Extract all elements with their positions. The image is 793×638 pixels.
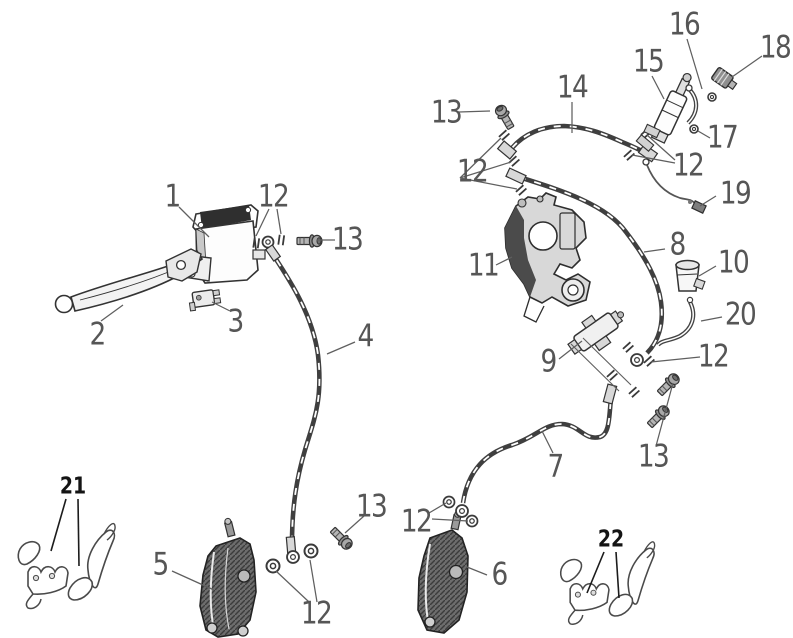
- callout-15: 15: [632, 43, 665, 80]
- callout-3: 3: [227, 303, 244, 340]
- callout-6: 6: [491, 556, 508, 593]
- leader-line-12: [309, 559, 318, 603]
- callout-20: 20: [724, 296, 757, 333]
- callout-4: 4: [357, 318, 374, 355]
- leader-line-1: [178, 206, 210, 238]
- leader-line-10: [698, 265, 717, 277]
- leader-line-12: [650, 356, 701, 363]
- callout-10: 10: [717, 244, 750, 281]
- leader-line-11: [495, 256, 513, 266]
- caliper-mount-bracket-drawing: [504, 192, 591, 323]
- rear-master-cylinder-drawing: [635, 72, 692, 152]
- callout-11: 11: [467, 247, 500, 284]
- overflow-tube-drawing: [656, 296, 696, 347]
- callout-21: 21: [59, 473, 87, 500]
- leader-line-15: [651, 75, 665, 100]
- leader-line-12: [631, 154, 676, 164]
- leader-line-12: [428, 502, 447, 514]
- reservoir-cup-drawing: [675, 259, 706, 292]
- callout-13-d: 13: [637, 438, 670, 475]
- leader-line-7: [541, 430, 554, 454]
- sensor-wire-drawing: [642, 158, 707, 214]
- leader-line-20: [700, 316, 723, 322]
- leader-line-12: [646, 134, 676, 161]
- leader-line-8: [643, 248, 666, 253]
- middle-brake-hose-drawing: [496, 123, 659, 163]
- callout-8: 8: [669, 226, 686, 263]
- callout-1: 1: [164, 178, 181, 215]
- leader-line-12: [255, 208, 270, 237]
- reservoir-connector-drawing: [711, 67, 738, 91]
- leader-line-5: [171, 570, 215, 591]
- leader-line-12: [431, 518, 469, 522]
- leader-line-18: [731, 55, 763, 78]
- leader-line-13: [458, 110, 491, 113]
- callout-2: 2: [89, 316, 106, 353]
- hose-clip-drawing: [252, 127, 656, 399]
- leader-line-12: [276, 208, 282, 235]
- callout-16: 16: [668, 6, 701, 43]
- callout-12-a: 12: [257, 178, 290, 215]
- front-brake-hose-drawing: [261, 235, 322, 564]
- rear-caliper-drawing: [417, 510, 469, 634]
- callout-12-c: 12: [672, 147, 705, 184]
- front-caliper-drawing: [199, 517, 257, 638]
- callout-12-b: 12: [456, 153, 489, 190]
- leader-line-12: [275, 570, 310, 603]
- callout-7: 7: [547, 448, 564, 485]
- callout-14: 14: [556, 69, 589, 106]
- rear-lower-brake-hose-drawing: [455, 383, 618, 518]
- leader-line-22: [586, 551, 605, 594]
- callout-12-e: 12: [300, 595, 333, 632]
- leader-line-16: [686, 38, 703, 90]
- callout-17: 17: [706, 119, 739, 156]
- leader-line-12: [459, 137, 502, 179]
- leader-line-6: [466, 566, 488, 576]
- leader-line-17: [697, 130, 711, 139]
- callout-13-b: 13: [430, 94, 463, 131]
- leader-line-4: [326, 341, 356, 355]
- callout-19: 19: [719, 175, 752, 212]
- callout-9: 9: [540, 343, 557, 380]
- callout-5: 5: [152, 546, 169, 583]
- leader-line-13: [344, 515, 365, 534]
- leader-line-13: [655, 382, 674, 447]
- brake-lever-drawing: [54, 248, 204, 314]
- leader-line-9: [558, 340, 583, 360]
- leader-line-12: [459, 177, 518, 190]
- leader-line-21: [77, 498, 80, 567]
- callout-22: 22: [597, 526, 625, 553]
- leader-line-3: [211, 301, 231, 312]
- leader-line-19: [699, 195, 717, 207]
- callout-12-d: 12: [697, 338, 730, 375]
- brake-switch-drawing: [188, 289, 222, 312]
- callout-12-f: 12: [400, 503, 433, 540]
- callout-13-a: 13: [331, 221, 364, 258]
- leader-line-22: [615, 551, 620, 599]
- leader-line-21: [50, 498, 67, 552]
- callout-13-c: 13: [355, 488, 388, 525]
- callout-18: 18: [759, 29, 792, 66]
- leader-line-2: [100, 304, 124, 322]
- reservoir-tube-drawing: [685, 84, 699, 125]
- rear-upper-brake-hose-drawing: [505, 167, 665, 367]
- leader-line-12: [459, 161, 512, 179]
